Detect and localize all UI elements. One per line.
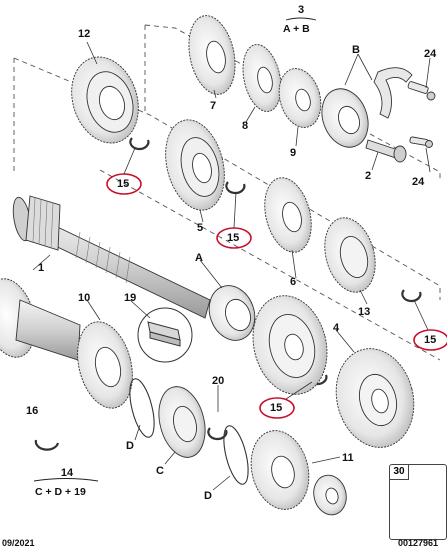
label-12: 12 xyxy=(78,28,91,40)
gear-12 xyxy=(71,56,139,144)
gear-11 xyxy=(250,430,347,516)
label-c: C xyxy=(156,465,164,477)
footer-date: 09/2021 xyxy=(2,538,35,548)
circlip-16 xyxy=(34,439,60,451)
label-13: 13 xyxy=(358,306,371,318)
label-8: 8 xyxy=(242,120,249,132)
label-20: 20 xyxy=(212,375,225,387)
group-3-expression: A + B xyxy=(283,23,310,35)
gear-7 xyxy=(188,15,236,95)
callout-leaders xyxy=(123,147,429,400)
group-14-number: 14 xyxy=(60,467,74,479)
label-6: 6 xyxy=(290,276,297,288)
callout-15-d: 15 xyxy=(270,402,283,414)
group-14-expression: C + D + 19 xyxy=(35,486,86,498)
spacer-19-inset xyxy=(137,307,193,363)
label-d-right: D xyxy=(204,490,212,502)
input-shaft xyxy=(12,195,211,319)
label-2: 2 xyxy=(365,170,372,182)
footer-reference: 00127961 xyxy=(398,538,439,548)
circlip-20 xyxy=(207,427,228,441)
label-16: 16 xyxy=(26,405,39,417)
gear-5 xyxy=(165,119,225,211)
group-underlines xyxy=(33,17,317,482)
label-7: 7 xyxy=(210,100,217,112)
inset-30-number: 30 xyxy=(390,465,409,480)
label-4: 4 xyxy=(333,322,340,334)
gear-6 xyxy=(264,177,312,253)
bracket-24 xyxy=(373,67,436,148)
callout-15-c: 15 xyxy=(424,334,437,346)
bolt-2 xyxy=(365,139,407,163)
gear-9 xyxy=(278,68,322,128)
label-b: B xyxy=(352,44,360,56)
gear-10 xyxy=(0,278,133,409)
label-9: 9 xyxy=(290,147,297,159)
label-11: 11 xyxy=(342,452,354,464)
label-d-left: D xyxy=(126,440,134,452)
gear-4 xyxy=(252,295,415,448)
label-24-top: 24 xyxy=(424,48,437,60)
synchro-13 xyxy=(324,217,376,293)
rings-d xyxy=(129,378,249,485)
label-5: 5 xyxy=(197,222,204,234)
synchro-c xyxy=(158,386,206,458)
bearing-b xyxy=(321,88,369,148)
gear-8 xyxy=(242,44,282,112)
callout-15-b: 15 xyxy=(227,232,240,244)
label-24-bottom: 24 xyxy=(412,176,425,188)
bearing-a xyxy=(208,285,256,341)
label-1: 1 xyxy=(38,262,45,274)
inset-30-box: 30 xyxy=(389,464,447,540)
leader-lines xyxy=(32,41,431,491)
circlips-15 xyxy=(129,137,422,386)
label-a: A xyxy=(195,252,203,264)
label-19: 19 xyxy=(124,292,137,304)
group-3-number: 3 xyxy=(297,4,305,16)
label-10: 10 xyxy=(78,292,91,304)
callout-15-a: 15 xyxy=(117,178,130,190)
